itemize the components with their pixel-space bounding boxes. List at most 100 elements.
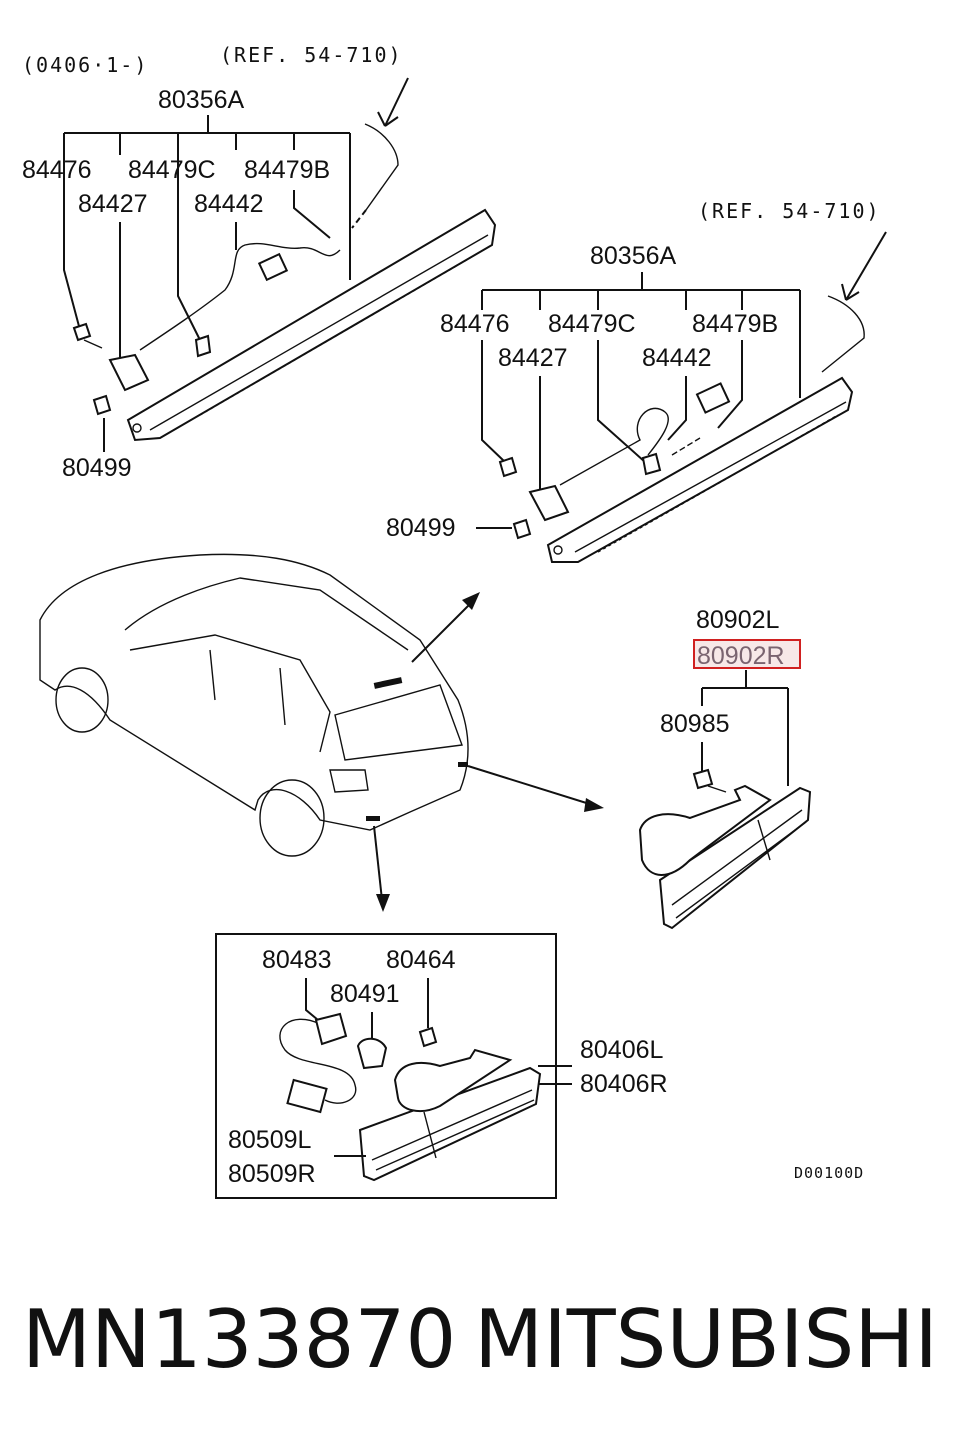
label-80356a-lower: 80356A [590, 242, 677, 270]
leader-84476-lower [481, 340, 506, 463]
product-footer: MN133870 MITSUBISHI [0, 1290, 960, 1390]
label-80406r: 80406R [580, 1070, 668, 1098]
diagram-code: D00100D [794, 1164, 864, 1182]
ref-leader-lower [845, 231, 887, 301]
bracket-reflector [701, 670, 789, 786]
label-80509r: 80509R [228, 1160, 316, 1188]
ref-label-upper: (REF. 54-710) [220, 43, 403, 67]
leader-84442-lower [667, 376, 687, 441]
foglamp-lens [358, 1066, 542, 1182]
reflector-lens-lines [671, 809, 807, 919]
car-stoplamp-mark [373, 677, 403, 689]
label-84479c-lower: 84479C [548, 310, 636, 338]
label-80985: 80985 [660, 710, 730, 738]
bracket-upper [64, 115, 350, 134]
leader-84479b-upper [293, 190, 331, 239]
ref-arrowhead-upper [377, 111, 399, 127]
label-84427-upper: 84427 [78, 190, 148, 218]
foglamp-housing [393, 1048, 513, 1113]
parts-diagram: (0406·1-) (REF. 54-710) 80356A 84476 844… [22, 43, 887, 1199]
brand-name: MITSUBISHI [474, 1293, 938, 1386]
foglamp-screw [418, 1026, 438, 1048]
leader-80483 [305, 978, 319, 1021]
vehicle-outline [39, 553, 469, 857]
foglamp-socket [314, 1012, 348, 1046]
mount-hole-upper [132, 423, 142, 433]
label-84427-lower: 84427 [498, 344, 568, 372]
foglamp-connector [286, 1078, 328, 1114]
label-80499-lower: 80499 [386, 514, 456, 542]
cable-lower [821, 295, 865, 373]
car-roofline [124, 577, 409, 651]
bracket-lower [482, 272, 800, 291]
leader-84479b-lower [717, 340, 743, 429]
socket-84479c-upper [194, 334, 212, 358]
leader-80406 [538, 1065, 572, 1085]
harness-upper [139, 242, 341, 351]
arrow-to-reflector [467, 765, 597, 807]
arrow-to-foglamp [373, 825, 383, 901]
screw-shaft-84476-upper [83, 339, 103, 349]
label-80491: 80491 [330, 980, 400, 1008]
label-84479b-lower: 84479B [692, 310, 778, 338]
bracket-84427-upper [108, 353, 150, 392]
high-mount-lamp-upper [126, 208, 497, 442]
label-84442-upper: 84442 [194, 190, 264, 218]
car-body [39, 553, 469, 831]
highlight-box-80902r [693, 639, 801, 669]
screw-80985 [692, 768, 714, 790]
label-84479b-upper: 84479B [244, 156, 330, 184]
arrowhead-stoplamp [462, 592, 480, 610]
car-foglamp-mark [366, 816, 380, 821]
label-80509l: 80509L [228, 1126, 312, 1154]
ref-label-lower: (REF. 54-710) [698, 199, 881, 223]
arrow-to-stoplamp [411, 597, 477, 663]
label-80902r: 80902R [697, 642, 785, 670]
foglamp-wire [279, 1018, 357, 1104]
reflector-housing [638, 784, 772, 876]
car-taillight [329, 769, 369, 793]
car-side-window-frame [129, 634, 331, 753]
socket-84479c-lower [641, 452, 662, 476]
part-number: MN133870 [22, 1293, 457, 1386]
label-84442-lower: 84442 [642, 344, 712, 372]
label-80902l: 80902L [696, 606, 780, 634]
bracket-84427-lower [528, 484, 570, 522]
reflector-divider [757, 819, 771, 861]
label-80406l: 80406L [580, 1036, 664, 1064]
high-mount-lamp-lower [546, 376, 854, 563]
label-80499-upper: 80499 [62, 454, 132, 482]
screw-84476-upper [72, 322, 92, 342]
car-pillars [209, 649, 286, 726]
cable-dashed-upper [351, 209, 367, 229]
foglamp-lens-lines [371, 1089, 535, 1171]
cable-upper [364, 123, 399, 211]
screw-80499-upper [92, 394, 112, 416]
connector-lower [695, 382, 731, 414]
label-84476-lower: 84476 [440, 310, 510, 338]
leader-84479c-upper [177, 133, 201, 341]
label-84476-upper: 84476 [22, 156, 92, 184]
lamp-lens-upper [199, 257, 471, 416]
ref-leader-upper [384, 77, 409, 127]
arrowhead-foglamp [376, 894, 390, 912]
lamp-lens-lower [597, 414, 839, 553]
car-front-wheel [55, 667, 109, 733]
ref-arrowhead-lower [841, 283, 860, 301]
harness-dashed-lower [671, 437, 701, 456]
leader-84476-upper [63, 133, 81, 331]
car-rear-window [334, 684, 463, 761]
label-80356a-upper: 80356A [158, 86, 245, 114]
lamp-edge-upper [149, 234, 489, 431]
car-rear-wheel [259, 779, 325, 857]
mount-hole-lower [553, 545, 563, 555]
screw-84476-lower [498, 456, 518, 478]
screw-shaft-80985 [707, 785, 727, 793]
label-84479c-upper: 84479C [128, 156, 216, 184]
connector-upper [257, 252, 289, 282]
arrowhead-reflector [584, 798, 604, 812]
production-date-label: (0406·1-) [22, 53, 148, 77]
lamp-edge-lower [574, 401, 847, 553]
label-80483: 80483 [262, 946, 332, 974]
